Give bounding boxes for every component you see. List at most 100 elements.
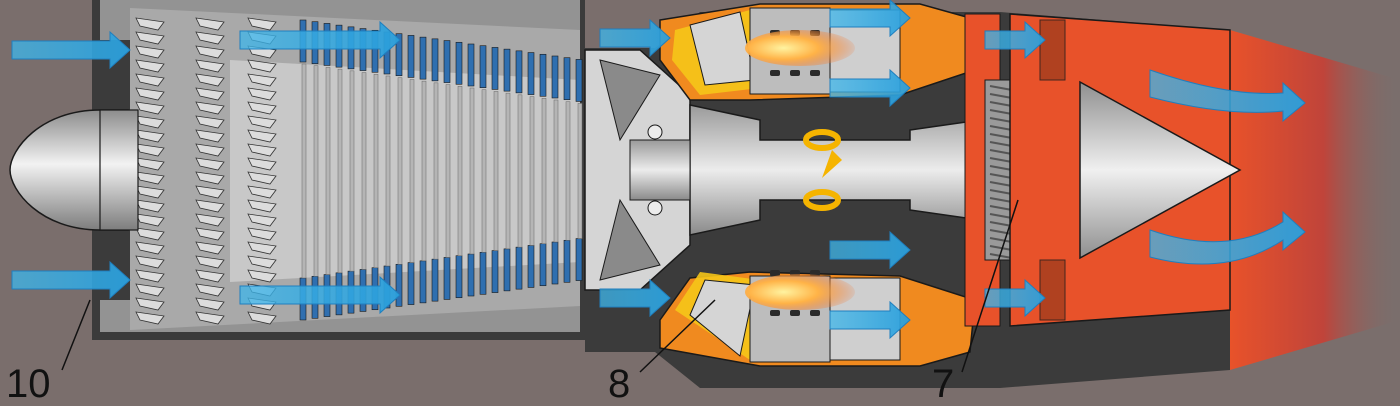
compressor-blade [195,255,225,269]
stator-vane [395,33,403,77]
right-arrow-icon [829,0,911,38]
right-arrow-icon [984,278,1046,318]
compressor-disc [385,75,391,267]
compressor-disc [469,87,475,255]
stator-vane [455,41,463,85]
compressor-blade [247,143,277,157]
turbine-blade [989,93,1013,99]
compressor-disc [313,65,319,277]
compressor-blade [195,17,225,31]
compressor-disc [325,67,331,275]
compressor-blade [135,87,165,101]
stator-vane [515,50,523,94]
compressor-blade [135,255,165,269]
stator-vane [431,258,439,302]
stator-vane [515,246,523,290]
stator-vane [359,28,367,71]
liner-hole [810,70,820,76]
compressor-disc [433,82,439,260]
stator-vane [491,47,499,90]
callout-label-turbine: 7 [932,362,955,406]
stator-vane [371,29,379,73]
compressor-disc [553,99,559,243]
turbine-blade [989,109,1013,115]
compressor-disc [349,70,355,272]
right-arrow-icon [11,260,131,300]
compressor-blade [135,311,165,325]
compressor-blade [135,17,165,31]
compressor-blade [195,311,225,325]
compressor-blade [247,241,277,255]
compressor-blade [135,213,165,227]
compressor-blade [135,283,165,297]
turbine-blade [989,117,1013,123]
rotation-arrow-icon [803,129,842,211]
compressor-blade [135,59,165,73]
right-arrow-icon [984,20,1046,60]
callout-leader-lines [61,199,1019,373]
compressor-disc [541,98,547,244]
turbine-blade [989,197,1013,203]
compressor-blade [247,115,277,129]
right-arrow-icon [829,230,911,270]
airflow-arrows [11,0,1306,340]
compressor-blade [247,269,277,283]
turbine-blade [989,205,1013,211]
compressor-blade [195,283,225,297]
stator-vane [551,241,559,285]
stator-vane [395,263,403,307]
compressor-blade [135,129,165,143]
compressor-blade [135,101,165,115]
compressor-blade [195,143,225,157]
compressor-disc [361,72,367,270]
callout-label-intake: 10 [6,362,51,406]
liner-hole [770,310,780,316]
compressor-blade [195,101,225,115]
stator-vane [407,35,415,78]
turbine-blade [989,101,1013,107]
right-arrow-icon [11,30,131,70]
compressor-blade [195,73,225,87]
compressor-blade [135,185,165,199]
stator-vane [539,243,547,287]
compressor-disc [337,68,343,274]
stator-vane [479,45,487,89]
compressor-disc [301,63,307,279]
turbine-blade [989,181,1013,187]
turbine-blade [989,141,1013,147]
compressor-blade [135,227,165,241]
stator-vane [563,57,571,101]
right-arrow-icon [599,278,671,318]
compressor-blade [135,115,165,129]
stator-vane [503,48,511,92]
compressor-blade [195,269,225,283]
stator-vane [467,253,475,297]
compressor-blade [135,45,165,59]
right-arrow-icon [829,68,911,108]
compressor-blade [247,59,277,73]
compressor-disc [505,92,511,250]
compressor-disc [493,91,499,251]
compressor-disc [457,86,463,256]
compressor-blade [135,297,165,311]
compressor-blade [247,227,277,241]
compressor-blade [247,87,277,101]
right-arrow-icon [239,275,401,315]
right-arrow-icon [1149,210,1306,265]
stator-vane [407,262,415,305]
compressor-section [130,8,583,330]
compressor-blade [247,101,277,115]
exhaust-nozzle [1009,13,1242,327]
compressor-disc [481,89,487,253]
compressor-blade [195,199,225,213]
compressor-blade [247,129,277,143]
turbine-blade [989,253,1013,259]
liner-hole [770,270,780,276]
compressor-blade [247,311,277,325]
turbine-blade [989,173,1013,179]
main-shaft [629,104,981,236]
compressor-blade [247,171,277,185]
compressor-blade [135,269,165,283]
compressor-blade [195,171,225,185]
